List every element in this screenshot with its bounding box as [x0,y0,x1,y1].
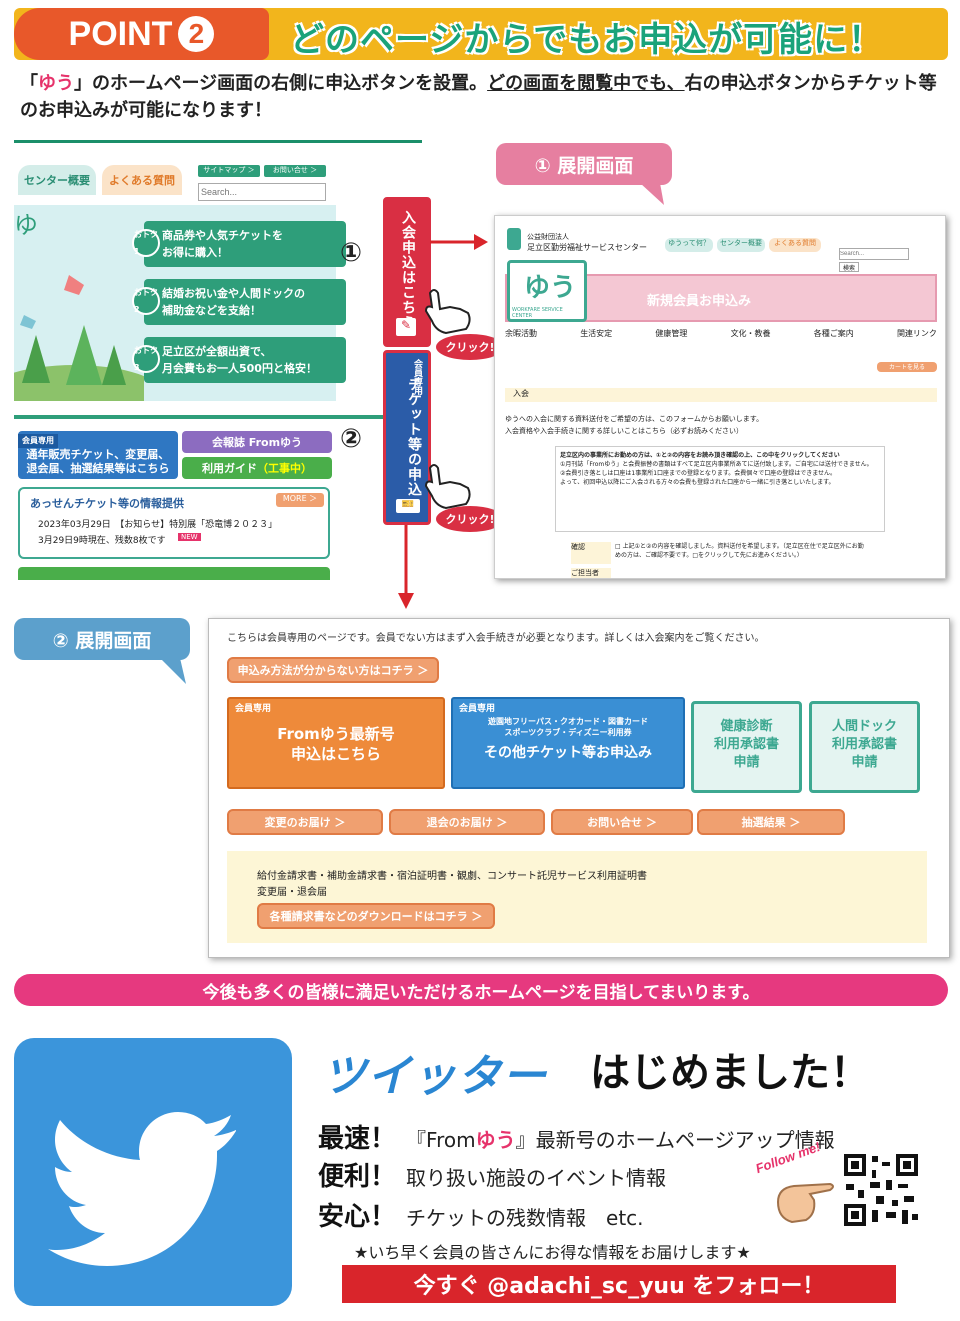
tab-center[interactable]: センター概要 [18,165,96,195]
body-text: ゆうへの入会に関する資料送付をご希望の方は、このフォームからお願いします。 [505,415,764,423]
follow-call-to-action[interactable]: 今すぐ @adachi_sc_yuu をフォロー！ [342,1265,896,1303]
arrow-right-icon [430,234,488,250]
menu-item[interactable]: 余暇活動 [505,329,537,338]
menu-item[interactable]: 健康管理 [655,329,688,338]
search-button[interactable]: 検索 [839,262,859,272]
form-row-label: ご担当者 [571,568,611,578]
ticket-side-button[interactable]: 会員専用 チケット等の申込 🎫 [383,350,431,525]
search-input[interactable] [198,183,326,201]
ticket-icon: 🎫 [396,499,420,513]
next-panel-edge [18,567,330,580]
tab-faq[interactable]: よくある質問 [102,165,182,195]
callout-tail [160,658,186,684]
twitter-bird-icon [48,1112,236,1266]
hand-cursor-icon [424,464,471,510]
org-small: 公益財団法人 [527,233,569,241]
qr-code-icon [842,1152,920,1228]
divider [14,415,422,419]
confirm-checkbox-text[interactable]: □ 上記①と②の内容を確認しました。資料送付を希望します。（足立区在住で足立区外… [615,543,864,559]
downloads-panel: 給付金請求書・補助金請求書・宿泊証明書・観劇、コンサート託児サービス利用証明書 … [227,851,927,943]
form-icon: ✎ [396,318,416,336]
news-line: 3月29日9時現在、残数8枚です [38,536,166,546]
latest-issue-button[interactable]: 会員専用 Fromゆう最新号 申込はこちら [227,697,445,789]
nav-pill[interactable]: センター概要 [717,238,765,252]
download-button[interactable]: 各種請求書などのダウンロードはコチラ ＞ [257,903,495,929]
member-notice: こちらは会員専用のページです。会員でない方はまず入会手続きが必要となります。詳し… [227,633,765,644]
step-2-number: ② [340,424,363,454]
confirm-label: 確認 [571,542,611,564]
logo-fragment: ゆ [14,211,38,239]
join-side-button[interactable]: 入会申込はこちら ✎ [383,197,431,347]
main-menu: 余暇活動 生活安定 健康管理 文化・教養 各種ご案内 関連リンク [505,328,937,352]
join-page-screenshot: 公益財団法人 足立区勤労福祉サービスセンター ゆうって何？ センター概要 よくあ… [494,215,946,579]
new-badge: NEW [178,533,201,541]
sitemap-link[interactable]: サイトマップ ＞ [198,165,260,177]
point-number: 2 [178,16,215,52]
how-to-apply-button[interactable]: 申込み方法が分からない方はコチラ ＞ [227,657,439,683]
contact-link[interactable]: お問い合せ ＞ [264,165,326,177]
search-input[interactable] [839,248,909,260]
cart-button[interactable]: カートを見る [877,362,937,372]
more-button[interactable]: MORE ＞ [276,493,324,507]
other-tickets-button[interactable]: 会員専用 遊園地フリーパス・クオカード・図書カード スポーツクラブ・ディズニー利… [451,697,685,789]
menu-item[interactable]: 文化・教養 [730,329,771,338]
member-page-screenshot: こちらは会員専用のページです。会員でない方はまず入会手続きが必要となります。詳し… [208,618,950,958]
twitter-title-2: はじめました！ [590,1050,870,1096]
step-1-number: ① [340,238,363,268]
info-title: あっせんチケット等の情報提供 [30,497,184,510]
menu-item[interactable]: 関連リンク [896,329,937,338]
menu-item[interactable]: 生活安定 [580,329,613,338]
intro-text: 「ゆう」のホームページ画面の右側に申込ボタンを設置。どの画面を閲覧中でも、右の申… [20,73,937,121]
change-notice-button[interactable]: 変更のお届け ＞ [227,809,383,835]
menu-item[interactable]: 各種ご案内 [813,329,854,338]
feature-fastest: 最速！『Fromゆう』最新号のホームページアップ情報 [318,1124,835,1154]
twitter-title: ツイッター [322,1051,547,1102]
headline: どのページからでもお申込が可能に！ [290,20,884,60]
body-text: 入会資格や入会手続きに関する詳しいことはこちら（必ずお読みください） [505,427,743,435]
homepage-screenshot: センター概要 よくある質問 サイトマップ ＞ お問い合せ ＞ ゆ おトク1商品券… [14,140,422,580]
newsletter-button[interactable]: 会報誌 Fromゆう [182,431,332,453]
section-heading: 入会 [505,388,937,402]
landscape-illustration [14,275,144,401]
org-logo-icon [507,228,521,250]
member-menu-button[interactable]: 会員専用通年販売チケット、変更届、 退会届、抽選結果等はこちら [18,431,178,479]
feature-convenient: 便利！取り扱い施設のイベント情報 [318,1162,667,1192]
withdraw-notice-button[interactable]: 退会のお届け ＞ [389,809,545,835]
guide-button[interactable]: 利用ガイド（工事中） [182,457,332,479]
inquiry-button[interactable]: お問い合せ ＞ [551,809,693,835]
click-badge: クリック! [436,506,504,532]
yuu-logo: ゆう WORKFARE SERVICE CENTER [507,260,587,322]
expand-2-label: ② 展開画面 [14,618,190,660]
nav-pill[interactable]: ゆうって何？ [665,238,713,252]
nav-pill[interactable]: よくある質問 [769,238,821,252]
tagline: ★いち早く会員の皆さんにお得な情報をお届けします★ [354,1243,751,1262]
org-name: 足立区勤労福祉サービスセンター [527,243,647,252]
pointing-hand-icon [776,1182,834,1224]
twitter-logo [14,1038,292,1306]
notice-box: 足立区内の事業所にお勤めの方は、①と②の内容をお読み頂き確認の上、この中をクリッ… [555,446,885,532]
news-line[interactable]: 2023年03月29日 【お知らせ】特別展「恐竜博２０２３」 [38,520,278,530]
expand-1-label: ① 展開画面 [496,143,672,185]
arrow-down-icon [398,525,414,609]
closing-banner: 今後も多くの皆様に満足いただけるホームページを目指してまいります。 [14,974,948,1006]
lottery-results-button[interactable]: 抽選結果 ＞ [697,809,845,835]
hand-cursor-icon [424,289,471,335]
callout-tail [640,183,664,205]
feature-safe: 安心！チケットの残数情報 etc. [318,1202,644,1232]
dock-button[interactable]: 人間ドック 利用承認書 申請 [809,701,920,793]
click-badge: クリック! [436,334,504,360]
health-check-button[interactable]: 健康診断 利用承認書 申請 [691,701,802,793]
info-panel: あっせんチケット等の情報提供 MORE ＞ 2023年03月29日 【お知らせ】… [18,487,330,559]
